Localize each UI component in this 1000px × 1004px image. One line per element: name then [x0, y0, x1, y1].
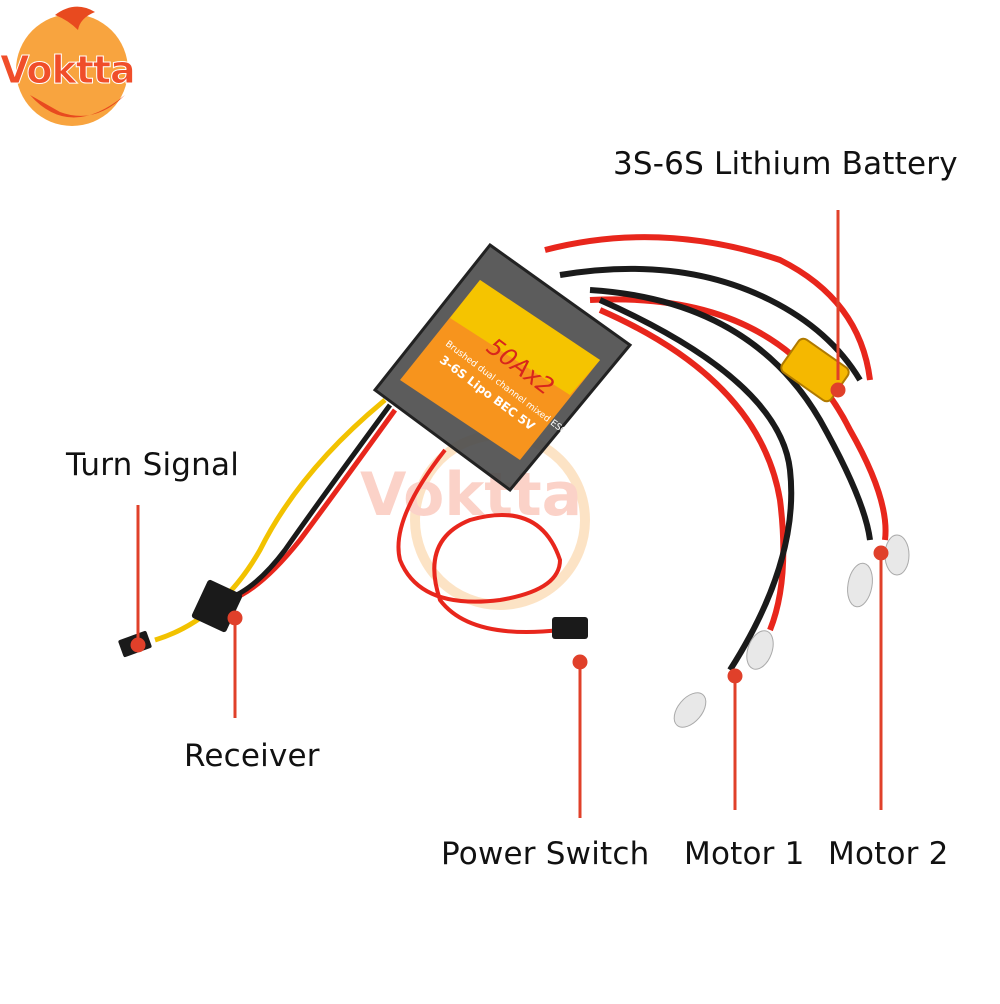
- receiver-leader-dot: [227, 610, 243, 626]
- power-switch-body: [552, 617, 588, 639]
- motor2-terminal-b: [884, 534, 910, 576]
- battery-label: 3S-6S Lithium Battery: [613, 146, 958, 182]
- receiver-label: Receiver: [184, 738, 320, 774]
- motor2-label: Motor 2: [828, 836, 949, 872]
- motor1-label: Motor 1: [684, 836, 805, 872]
- turn-signal-label: Turn Signal: [66, 447, 240, 483]
- motor1-terminal-a: [673, 692, 707, 728]
- motor1-leader-dot: [727, 668, 743, 684]
- logo-text: Voktta: [0, 48, 136, 93]
- esc-body: 50Ax2 Brushed dual channel mixed ESC 3-6…: [372, 242, 633, 493]
- motor1-terminal-b: [746, 630, 774, 670]
- power-switch-leader-dot: [572, 654, 588, 670]
- motor2-leader-dot: [873, 545, 889, 561]
- power-switch-label: Power Switch: [441, 836, 650, 872]
- brand-logo: [16, 6, 128, 126]
- battery-leader-dot: [830, 382, 846, 398]
- product-label: [400, 280, 600, 460]
- motor2-terminal-a: [847, 562, 873, 608]
- turn-signal-leader-dot: [130, 637, 146, 653]
